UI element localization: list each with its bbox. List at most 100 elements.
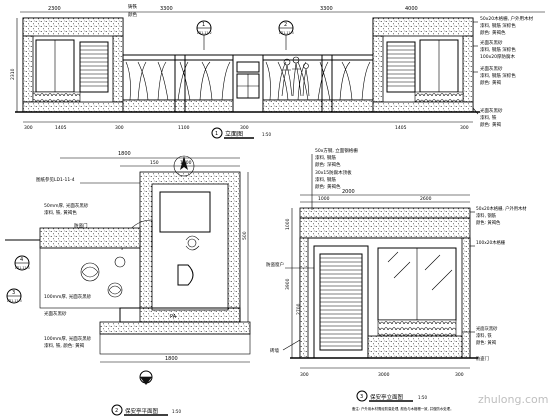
note-left: 颜色 [128,11,137,18]
door-louvers [320,257,362,347]
dim-label: 150 [150,160,159,166]
guard-note-left: 防盗窗户 [266,261,284,268]
callout-1: 1 LD1-11-2 [196,20,212,50]
plan-scale: 1:50 [172,409,181,414]
svg-text:100x20厚防腐木: 100x20厚防腐木 [480,53,515,60]
svg-text:漆料, 铁: 漆料, 铁 [476,332,492,339]
plan-title: 保安亭平面图 [125,407,159,415]
dim-label: 1000 [285,218,291,230]
dim-label: 300 [455,372,464,378]
dim-label: 2300 [48,6,61,12]
elevation-notes-right: 50x20木格栅, 户外用木材 漆料, 钢筋 深棕色 颜色: 黄褐色 光面灰黑砂… [472,15,533,128]
svg-text:1: 1 [215,131,218,137]
svg-text:颜色: 黄褐色: 颜色: 黄褐色 [476,219,501,226]
plan-note: 漆料, 铁, 颜色: 黄褐 [44,342,85,349]
dim-label: 300 [240,125,249,131]
plan-title-block: 2 保安亭平面图 1:50 [111,404,181,416]
svg-text:LD1-11-2: LD1-11-2 [197,31,212,35]
railing-pattern-right [265,61,371,101]
dim-label: 3300 [320,6,333,12]
dim-label: 300 [24,125,33,131]
dim-label: 300 [460,125,469,131]
plan-tile-label: PA [170,314,177,320]
watermark: zhulong.com [478,393,548,406]
plan-callout-4: 4 LD1-11-3 [14,255,30,271]
dim-label: 3000 [378,372,390,378]
plan-note: 防盗门 [74,222,88,229]
svg-text:LD1-11-3: LD1-11-3 [15,266,30,270]
svg-text:颜色: 黄褐: 颜色: 黄褐 [476,339,497,346]
plan-trees [80,256,126,298]
svg-text:光面灰黑砂: 光面灰黑砂 [480,65,503,72]
svg-text:颜色: 深褐色: 颜色: 深褐色 [315,161,341,168]
svg-text:漆料, 钢筋: 漆料, 钢筋 [315,176,336,183]
guard-title: 保安亭立面图 [370,393,404,401]
plan-note: 100mm厚, 光面灰黑砂 [44,335,92,342]
svg-text:2: 2 [115,408,118,414]
plan-note: 50mm厚, 光面灰黑砂 [44,202,89,209]
elevation-title: 立面图 [225,130,243,138]
svg-text:颜色: 黄褐: 颜色: 黄褐 [480,121,501,128]
guardhouse-plan: 1800 150 1500 PA [5,151,251,416]
guard-title-block: 3 保安亭立面图 1:50 [356,390,427,402]
dim-label: 2600 [420,196,432,202]
dim-label: 1000 [318,196,330,202]
svg-text:颜色: 黄褐: 颜色: 黄褐 [480,79,501,86]
svg-text:LD1-11-3: LD1-11-3 [279,31,294,35]
elevation-bottom-dims: 300 1405 300 1100 300 1405 300 [24,125,469,131]
railing-pattern-left [125,61,231,101]
svg-text:50x20木格栅, 户外用木材: 50x20木格栅, 户外用木材 [476,205,527,212]
dim-label: 500 [242,231,248,240]
guard-notes-top: 50x方钢, 立面钢格栅 漆料, 钢筋 颜色: 深褐色 30x15防腐木顶板 漆… [311,147,358,210]
svg-text:30x15防腐木顶板: 30x15防腐木顶板 [315,169,352,176]
dim-label: 1800 [118,151,131,157]
dim-label: 3300 [160,6,173,12]
svg-text:50x方钢, 立面钢格栅: 50x方钢, 立面钢格栅 [315,147,358,154]
svg-text:50x20木格栅, 户外用木材: 50x20木格栅, 户外用木材 [480,15,533,22]
dim-height: 2310 [10,68,16,80]
svg-text:3: 3 [360,394,363,400]
dim-label: 4000 [405,6,418,12]
section-marker [139,370,153,385]
plan-callout-3: 3 LD1-11-3 [6,288,22,304]
guardhouse-elevation: 2000 1000 2600 [266,147,527,411]
guard-scale: 1:50 [418,395,427,400]
svg-text:100x20木格栅: 100x20木格栅 [476,239,506,246]
dim-label: 2700 [296,303,302,315]
dim-label: 2000 [342,189,355,195]
svg-text:防盗门: 防盗门 [476,355,489,362]
svg-text:4: 4 [20,257,23,263]
plan-note: 图纸参见LD1-11-4 [36,176,75,183]
svg-text:漆料, 钢筋 深棕色: 漆料, 钢筋 深棕色 [480,72,516,79]
svg-text:漆料, 钢筋: 漆料, 钢筋 [476,212,497,219]
svg-text:颜色: 黄褐色: 颜色: 黄褐色 [480,29,506,36]
guard-notes-right: 50x20木格栅, 户外用木材 漆料, 钢筋 颜色: 黄褐色 100x20木格栅… [462,205,527,362]
plan-note: 漆料, 铁, 黄褐色 [44,209,77,216]
svg-text:光面灰黑砂: 光面灰黑砂 [480,107,503,114]
dim-label: 300 [300,372,309,378]
svg-text:2: 2 [284,22,287,28]
front-elevation: 2300 3300 3300 4000 [10,3,545,139]
plan-note: 100mm厚, 光面灰黑砂 [44,293,92,300]
svg-text:漆料, 铁: 漆料, 铁 [480,114,497,121]
svg-text:光面灰黑砂: 光面灰黑砂 [476,325,498,332]
left-louver [80,45,108,87]
dim-label: 1405 [395,125,407,131]
guard-note-lower-left: 砖墙 [270,347,279,354]
svg-text:光面灰黑砂: 光面灰黑砂 [480,39,503,46]
elevation-title-block: 1 立面图 1:50 [211,127,271,139]
note-left: 铸铁 [128,3,137,10]
elevation-top-dims: 2300 3300 3300 4000 [48,6,418,12]
svg-text:漆料, 钢筋 深棕色: 漆料, 钢筋 深棕色 [480,46,516,53]
plan-note: 光面灰黑砂 [44,310,67,317]
dim-label: 1800 [165,356,178,362]
dim-label: 1405 [55,125,67,131]
svg-text:漆料, 钢筋 深棕色: 漆料, 钢筋 深棕色 [480,22,516,29]
footnote: 备注: 户外用木材需经防腐处理, 颜色与木格栅一致, 并做防水处理。 [352,406,453,411]
people-figures [281,56,310,97]
elevation-scale: 1:50 [262,132,271,137]
north-arrow-icon [173,155,195,177]
dim-label: 300 [115,125,124,131]
svg-text:3: 3 [12,290,15,296]
